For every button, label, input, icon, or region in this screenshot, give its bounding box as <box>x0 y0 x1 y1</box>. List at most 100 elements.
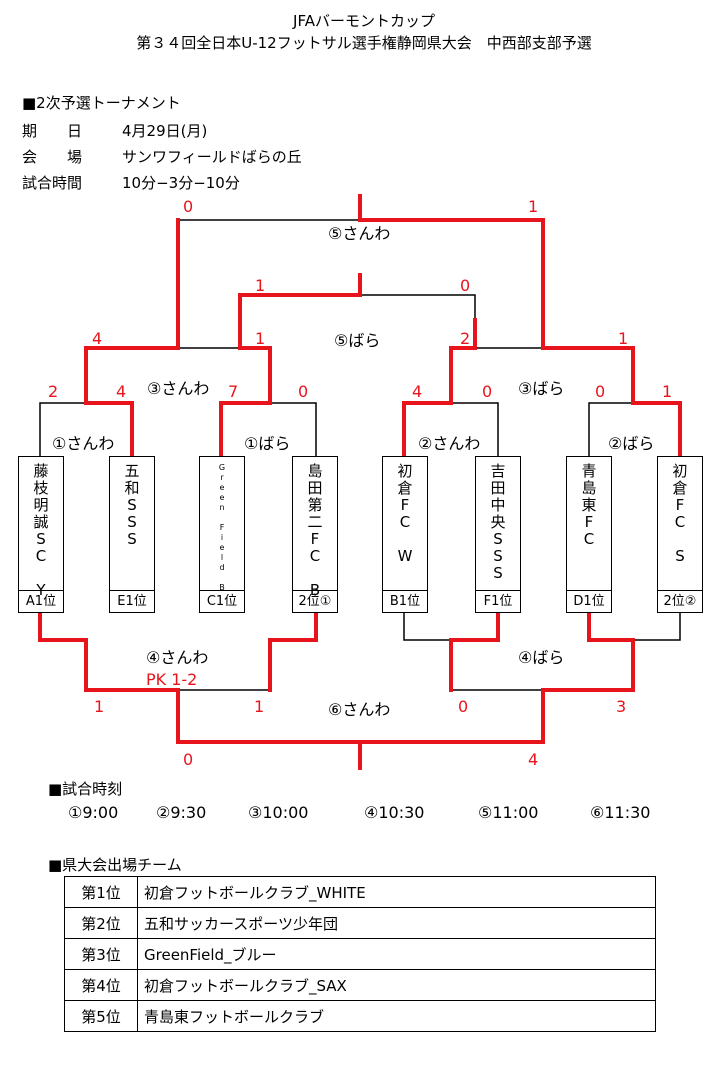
team-name-char: n <box>219 503 225 512</box>
team-name-char: 初 <box>672 462 688 480</box>
team-cell: 初倉フットボールクラブ_SAX <box>137 969 656 1001</box>
team-cell: 初倉フットボールクラブ_WHITE <box>137 876 656 908</box>
team-cell: GreenField_ブルー <box>137 938 656 970</box>
score-r4-4: 3 <box>616 697 627 716</box>
team-name-char: i <box>220 533 224 542</box>
team-name-char: e <box>219 483 225 492</box>
score-r1-5: 4 <box>412 382 423 401</box>
team-name-char: 青 <box>581 462 597 480</box>
rank-cell: 第2位 <box>64 907 138 939</box>
win-path-r4a <box>38 610 180 692</box>
team-seed: E1位 <box>110 590 154 612</box>
team-name-char: 第 <box>307 496 323 514</box>
team-name-char: G <box>218 463 226 472</box>
team-name-char: F <box>310 530 320 548</box>
team-name-char: S <box>493 564 503 582</box>
win-path-r2d <box>541 346 635 405</box>
schedule-time-6: ⑥11:30 <box>590 803 651 822</box>
team-name-char: 和 <box>124 479 140 497</box>
schedule-time-3: ③10:00 <box>248 803 309 822</box>
team-name-char: 枝 <box>33 479 49 497</box>
schedule-time-1: ①9:00 <box>68 803 119 822</box>
table-row: 第5位 青島東フットボールクラブ <box>64 1000 656 1032</box>
team-seed: 2位② <box>658 590 702 612</box>
match-time-label: 試合時間 <box>22 174 83 192</box>
page-title: JFAバーモントカップ <box>293 12 435 30</box>
win-path-r2c <box>449 318 477 405</box>
team-name-char: 倉 <box>672 479 688 497</box>
score-r1-2: 4 <box>116 382 127 401</box>
team-name-char: F <box>400 496 410 514</box>
team-name-char: 誠 <box>33 513 49 531</box>
score-sf-right: 0 <box>460 276 471 295</box>
match-label-5-bara: ⑤ばら <box>334 331 381 350</box>
team-name-char: F <box>219 523 225 532</box>
win-path-r2a <box>84 346 180 405</box>
score-r1-8: 1 <box>662 382 673 401</box>
rank-cell: 第1位 <box>64 876 138 908</box>
team-name-char: 二 <box>307 513 323 531</box>
score-r4-1: 1 <box>94 697 105 716</box>
team-seed: 2位① <box>293 590 337 612</box>
team-name-char: 東 <box>581 496 597 514</box>
results-table: 第1位 初倉フットボールクラブ_WHITE 第2位 五和サッカースポーツ少年団 … <box>64 876 656 1032</box>
table-row: 第1位 初倉フットボールクラブ_WHITE <box>64 876 656 908</box>
team-name-char: 五 <box>124 462 140 480</box>
score-3rd-right: 4 <box>528 750 539 769</box>
schedule-heading: ■試合時刻 <box>48 780 123 798</box>
match-label-2-sanwa: ②さんわ <box>418 434 481 453</box>
page-subtitle: 第３４回全日本U-12フットサル選手権静岡県大会 中西部支部予選 <box>136 34 592 52</box>
team-name-char: S <box>36 530 46 548</box>
team-name-char: W <box>397 547 413 565</box>
score-r2-2: 1 <box>255 329 266 348</box>
team-name-char: 島 <box>581 479 597 497</box>
score-r2-3: 2 <box>460 329 471 348</box>
team-name-char: F <box>675 496 685 514</box>
win-path-r4d <box>541 610 635 692</box>
win-path-r1d <box>631 401 682 460</box>
date-label: 期 日 <box>22 122 83 140</box>
team-name-char: S <box>127 530 137 548</box>
match-label-1-sanwa: ①さんわ <box>52 434 115 453</box>
team-name-char: e <box>219 543 225 552</box>
team-seed: B1位 <box>383 590 427 612</box>
score-final-left: 0 <box>183 197 194 216</box>
results-heading: ■県大会出場チーム <box>48 856 182 874</box>
win-path-3rd-r <box>358 688 545 770</box>
venue-value: サンワフィールドばらの丘 <box>122 148 302 166</box>
score-r1-3: 7 <box>228 382 239 401</box>
score-r1-4: 0 <box>298 382 309 401</box>
score-r2-1: 4 <box>92 329 103 348</box>
team-name-char: 中 <box>490 496 506 514</box>
team-name-char: C <box>399 513 411 531</box>
score-r1-7: 0 <box>595 382 606 401</box>
team-name-char: 央 <box>490 513 506 531</box>
schedule-time-2: ②9:30 <box>156 803 207 822</box>
team-cell: 五和サッカースポーツ少年団 <box>137 907 656 939</box>
match-label-2-bara: ②ばら <box>608 434 655 453</box>
team-name-char: l <box>220 553 224 562</box>
table-row: 第4位 初倉フットボールクラブ_SAX <box>64 969 656 1001</box>
team-name-char: 田 <box>490 479 506 497</box>
team-seed: C1位 <box>200 590 244 612</box>
team-name-char: 田 <box>307 479 323 497</box>
win-path-3rd-l <box>176 688 362 744</box>
team-seed: F1位 <box>476 590 520 612</box>
match-label-4-sanwa: ④さんわ <box>146 648 209 667</box>
match-label-1-bara: ①ばら <box>244 434 291 453</box>
win-path-r4b <box>268 610 318 692</box>
match-label-4-bara: ④ばら <box>518 648 565 667</box>
score-r4-2: 1 <box>254 697 265 716</box>
team-name-char: S <box>127 513 137 531</box>
score-r2-4: 1 <box>618 329 629 348</box>
